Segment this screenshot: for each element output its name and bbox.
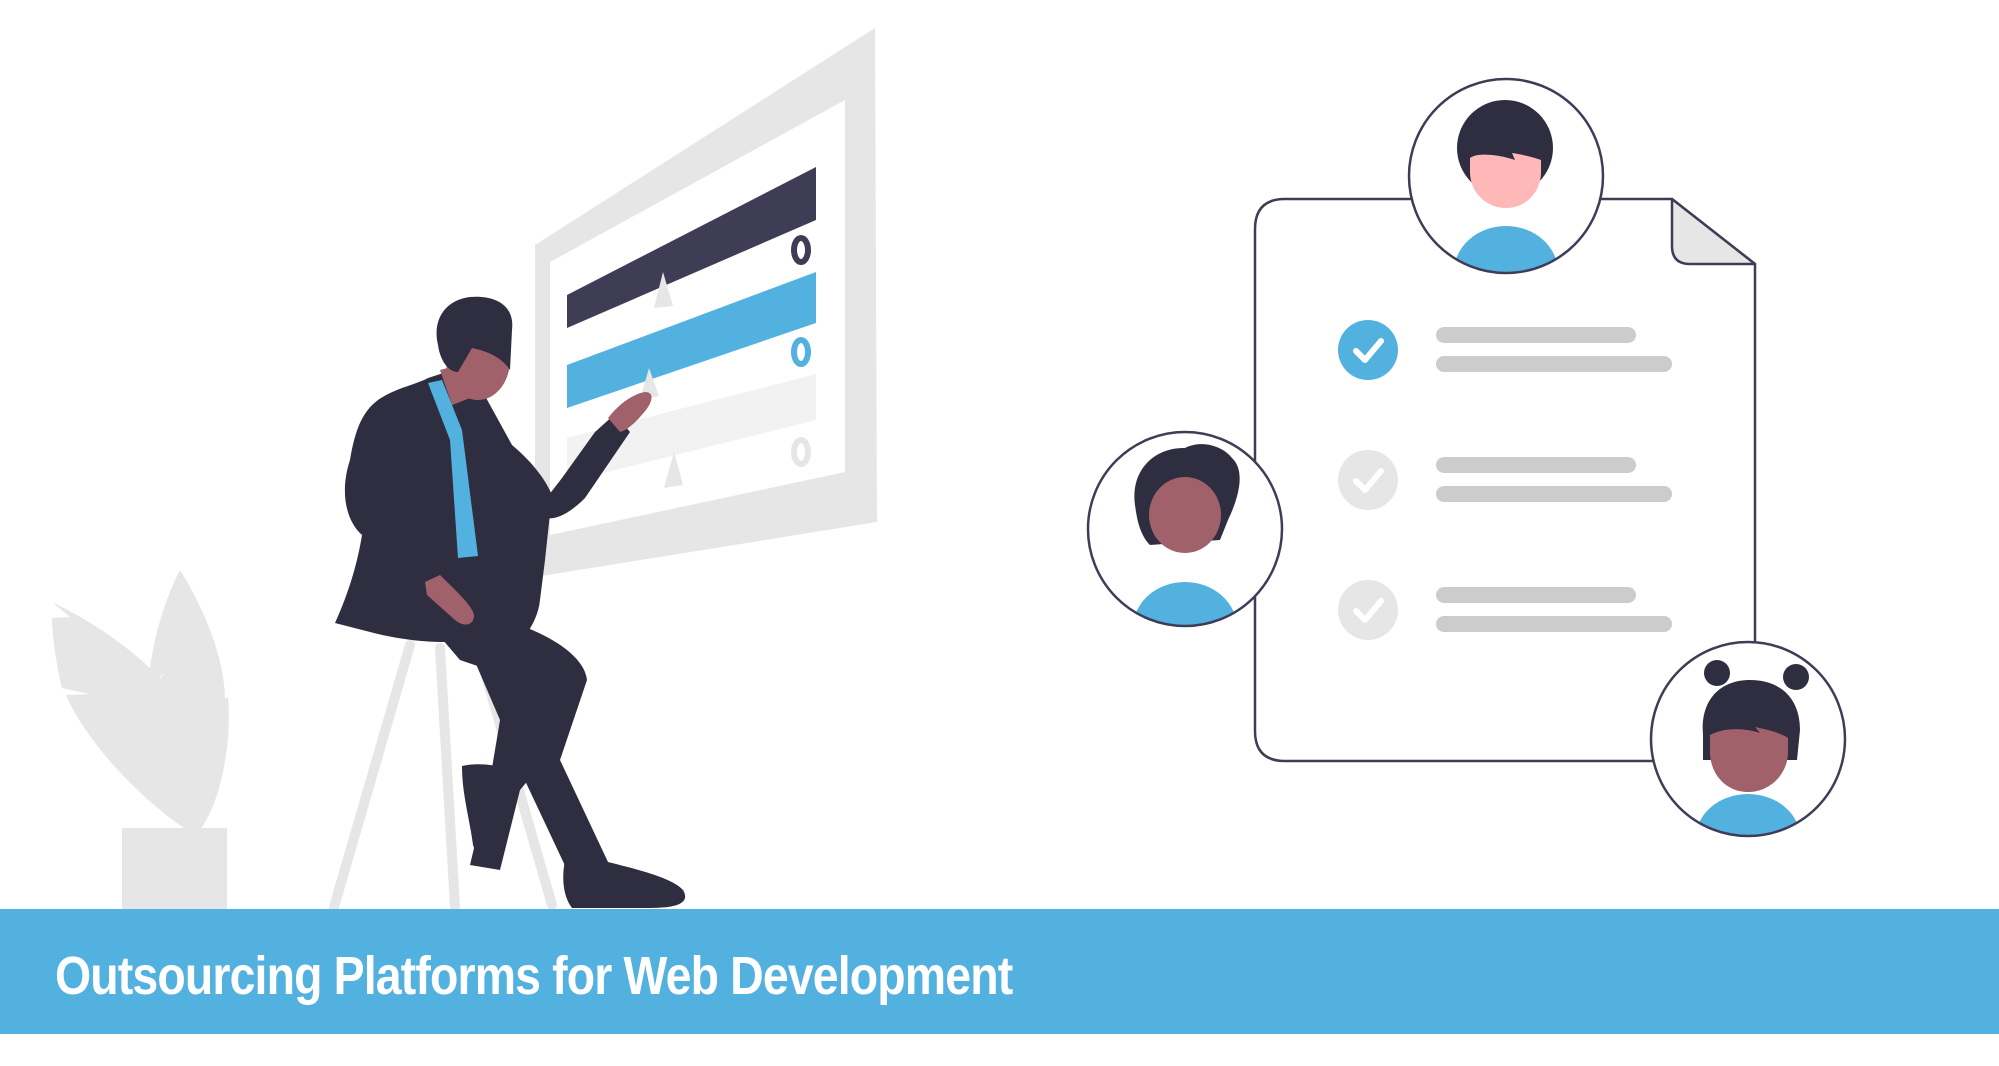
presenter-tie	[428, 380, 478, 558]
checklist-line-short	[1436, 587, 1636, 603]
plant-leaf-right	[145, 570, 229, 832]
presenter-raised-arm	[460, 414, 630, 519]
checkmark-icon	[1353, 338, 1384, 363]
checklist-line-short	[1436, 327, 1636, 343]
presenter-back-shoe	[462, 764, 515, 865]
avatar-face	[1710, 727, 1788, 792]
avatar-face	[1149, 477, 1221, 553]
checklist-line-short	[1436, 457, 1636, 473]
presenter-jacket	[335, 365, 552, 650]
title-banner	[0, 909, 1999, 1034]
presenter-front-leg	[430, 625, 608, 872]
board-row-1-pointer	[654, 272, 673, 308]
check-circle-icon	[1338, 580, 1398, 640]
avatar-bottom-right	[1649, 640, 1847, 838]
presenter-figure	[335, 296, 686, 908]
checklist-line-long	[1436, 356, 1672, 372]
presenter-hand-pocket	[425, 575, 474, 625]
avatar-left	[1086, 430, 1284, 628]
banner-title: Outsourcing Platforms for Web Developmen…	[55, 946, 1013, 1006]
checklist-item-3	[1338, 580, 1672, 640]
presenter-front-shoe	[563, 860, 686, 908]
checklist-item-1	[1338, 320, 1672, 380]
avatar-top	[1407, 77, 1605, 275]
board-row-2-pointer	[640, 368, 659, 400]
board-row-3-marker	[791, 437, 811, 467]
avatar-outline	[1407, 77, 1605, 275]
board-row-2-marker	[791, 337, 811, 367]
avatar-hair-bun-right	[1783, 664, 1809, 690]
avatar-hair-bun-left	[1704, 660, 1730, 686]
document-folded-corner	[1670, 197, 1757, 266]
check-circle-icon	[1338, 450, 1398, 510]
avatar-outline	[1649, 640, 1847, 838]
presenter-hand-pointing	[608, 392, 652, 432]
avatar-shirt	[1696, 794, 1800, 836]
checklist-line-long	[1436, 616, 1672, 632]
board-row-3-bar	[567, 374, 816, 482]
presenter-hair	[436, 296, 513, 372]
plant-pot	[122, 828, 227, 909]
board-row-1-bar	[567, 167, 816, 328]
board-row-2-bar	[567, 272, 816, 408]
check-circle-icon	[1338, 320, 1398, 380]
avatar-outline	[1086, 430, 1284, 628]
checklist-item-2	[1338, 450, 1672, 510]
checklist-line-long	[1436, 486, 1672, 502]
checkmark-icon	[1353, 468, 1384, 493]
board-row-3-pointer	[664, 452, 683, 488]
checkmark-icon	[1353, 598, 1384, 623]
avatar-face	[1470, 153, 1541, 208]
board-row-1-marker	[791, 235, 811, 265]
avatar-shirt	[1133, 582, 1237, 626]
checklist-document	[1253, 197, 1757, 763]
plant-illustration	[52, 570, 229, 909]
